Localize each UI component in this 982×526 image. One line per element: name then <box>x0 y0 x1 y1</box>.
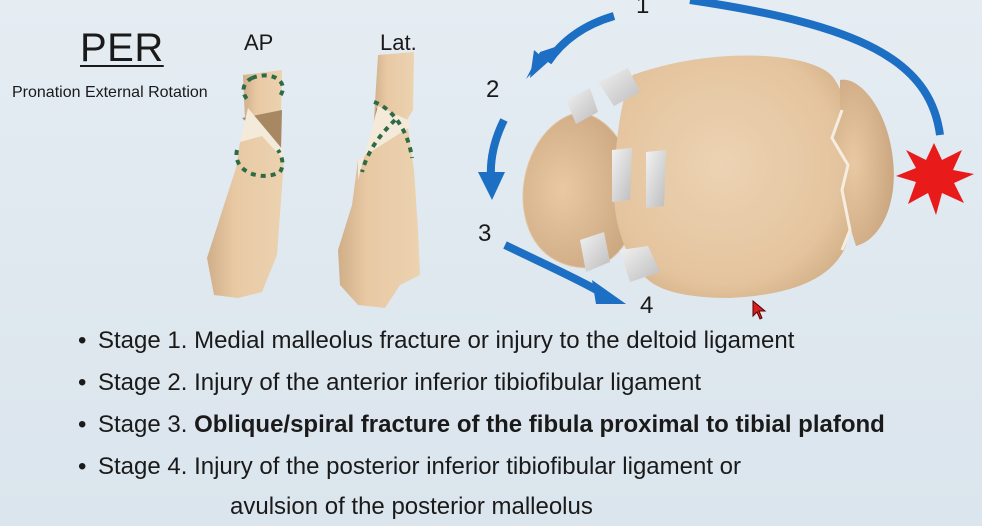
stage-number-2: 2 <box>486 76 500 103</box>
impact-star-icon <box>896 143 974 215</box>
ap-fracture-outline <box>234 73 285 178</box>
stage-item-text: Oblique/spiral fracture of the fibula pr… <box>194 411 885 438</box>
stage-item-4: •Stage 4. Injury of the posterior inferi… <box>78 453 742 480</box>
stage-item-text: Injury of the posterior inferior tibiofi… <box>194 453 742 480</box>
stage-item-prefix: Stage 3. <box>98 411 195 438</box>
page-subtitle: Pronation External Rotation <box>12 84 208 101</box>
ap-fibula-bone <box>207 70 284 298</box>
ap-view-label: AP <box>244 30 274 55</box>
rotation-arrows <box>478 0 944 304</box>
page-title: PER <box>80 26 164 70</box>
lat-fibula-bone <box>338 52 420 308</box>
stage-number-3: 3 <box>478 220 492 247</box>
stage-item-4-continuation: avulsion of the posterior malleolus <box>230 493 593 520</box>
stage-item-3: •Stage 3. Oblique/spiral fracture of the… <box>78 411 885 438</box>
stage-item-2: •Stage 2. Injury of the anterior inferio… <box>78 369 701 396</box>
stage-item-text: Injury of the anterior inferior tibiofib… <box>194 369 701 396</box>
stage-item-prefix: Stage 1. <box>98 327 195 354</box>
lat-view-label: Lat. <box>380 30 417 55</box>
stage-number-1: 1 <box>636 0 650 19</box>
stage-item-1: •Stage 1. Medial malleolus fracture or i… <box>78 327 795 354</box>
stage-item-text: Medial malleolus fracture or injury to t… <box>194 327 795 354</box>
stage-item-prefix: Stage 4. <box>98 453 195 480</box>
axial-fibula <box>830 79 894 251</box>
ligament-fragments <box>566 68 666 282</box>
stage-item-prefix: Stage 2. <box>98 369 195 396</box>
stage-number-4: 4 <box>640 292 654 319</box>
mouse-cursor-icon <box>752 300 767 320</box>
lat-fracture-outline <box>360 100 414 173</box>
axial-tibia <box>613 55 856 298</box>
stage-list: •Stage 1. Medial malleolus fracture or i… <box>78 320 885 526</box>
